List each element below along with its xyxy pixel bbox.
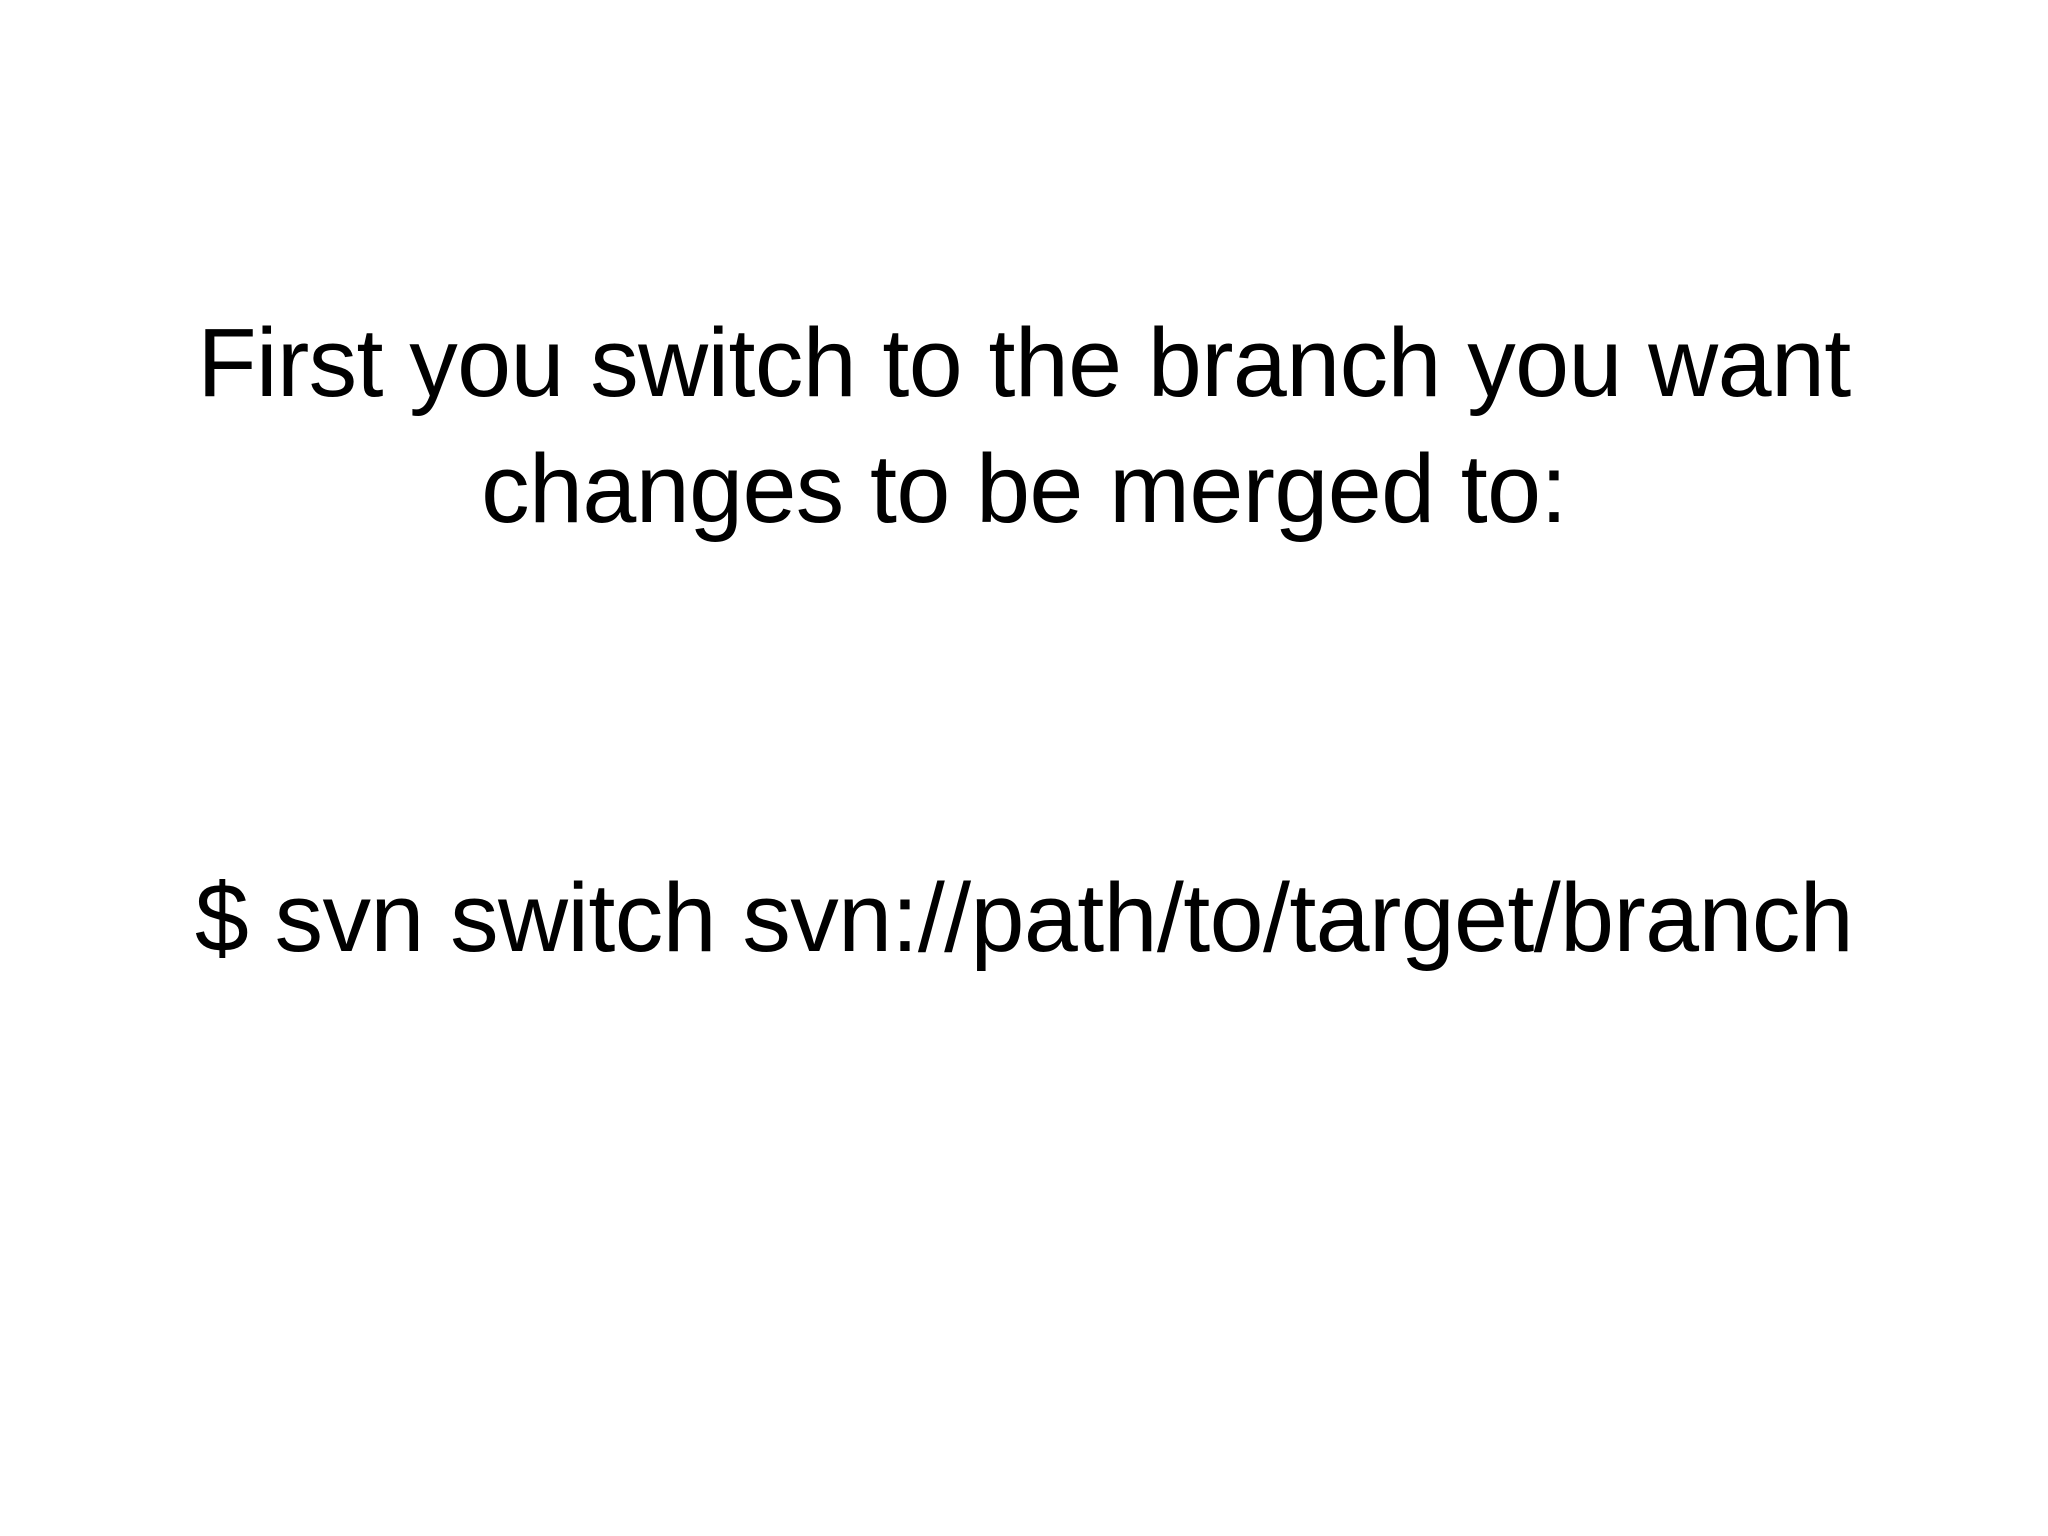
page-title: First you switch to the branch you want … — [197, 308, 1878, 544]
slide-body-placeholder: $ svn switch svn://path/to/target/branch — [150, 855, 1898, 981]
command-line-text: $ svn switch svn://path/to/target/branch — [194, 863, 1854, 972]
slide-title-placeholder: First you switch to the branch you want … — [150, 300, 1898, 552]
